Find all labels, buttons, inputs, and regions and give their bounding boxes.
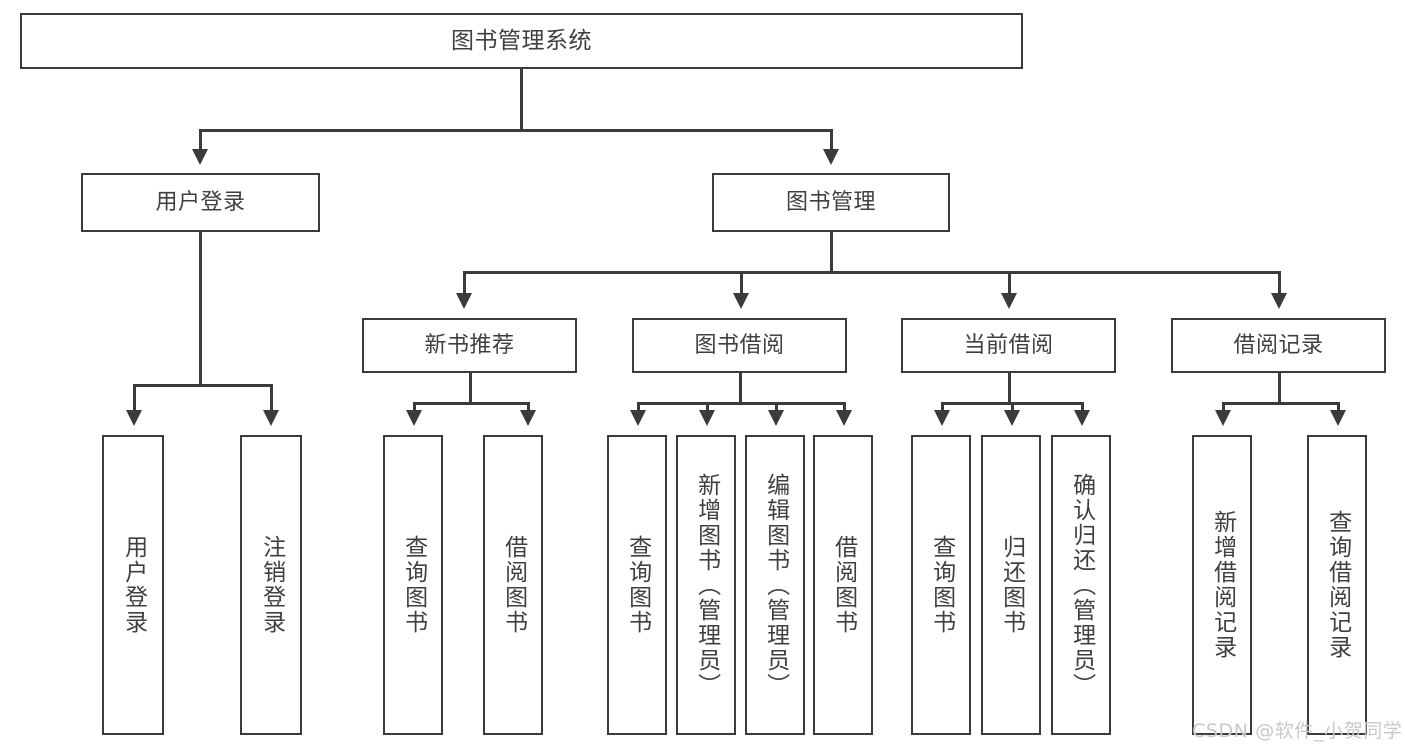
connector-book-management-bus [463,271,1278,274]
connector-book-management-stem [830,232,833,271]
arrow-bb-to-leaf-1 [630,410,646,426]
node-borrow-record[interactable]: 借阅记录 [1171,318,1386,373]
node-label: 新增借阅记录 [1209,510,1236,660]
connector-bb-to-leaf-3 [775,402,778,410]
arrow-user-login-to-leaf-2 [263,410,279,426]
leaf-user-login-1[interactable]: 用户登录 [102,435,164,735]
connector-bm-to-borrow-record [1278,271,1281,293]
node-root-book-management-system[interactable]: 图书管理系统 [20,13,1023,69]
arrow-bb-to-leaf-3 [768,410,784,426]
connector-book-borrow-stem [739,373,742,402]
leaf-current-borrow-2[interactable]: 归还图书 [981,435,1041,735]
arrow-br-to-leaf-2 [1330,410,1346,426]
node-label: 借阅图书 [830,535,857,635]
leaf-book-borrow-3[interactable]: 编辑图书（管理员） [745,435,805,735]
connector-borrow-record-bus [1222,402,1337,405]
arrow-bb-to-leaf-2 [699,410,715,426]
connector-bb-to-leaf-2 [706,402,709,410]
arrow-bb-to-leaf-4 [836,410,852,426]
connector-user-login-to-leaf-1 [133,384,136,410]
connector-user-login-stem [199,232,202,384]
node-current-borrow[interactable]: 当前借阅 [901,318,1116,373]
connector-user-login-to-leaf-2 [270,384,273,410]
node-label: 借阅图书 [500,535,527,635]
connector-current-borrow-stem [1008,373,1011,402]
node-label: 新书推荐 [424,332,515,358]
arrow-new-book-to-leaf-1 [406,410,422,426]
leaf-book-borrow-2[interactable]: 新增图书（管理员） [676,435,736,735]
connector-root-to-book-management [830,129,833,149]
connector-root-stem [520,69,523,129]
leaf-borrow-record-1[interactable]: 新增借阅记录 [1192,435,1252,735]
connector-cb-to-leaf-3 [1081,402,1084,410]
arrow-new-book-to-leaf-2 [520,410,536,426]
arrow-cb-to-leaf-2 [1004,410,1020,426]
node-label: 借阅记录 [1233,332,1324,358]
node-label: 查询图书 [400,535,427,635]
arrow-cb-to-leaf-1 [934,410,950,426]
arrow-br-to-leaf-1 [1215,410,1231,426]
arrow-bm-to-book-borrow [733,293,749,309]
connector-cb-to-leaf-1 [941,402,944,410]
leaf-user-login-2[interactable]: 注销登录 [240,435,302,735]
node-label: 归还图书 [998,535,1025,635]
node-book-borrow[interactable]: 图书借阅 [632,318,847,373]
connector-br-to-leaf-2 [1337,402,1340,410]
arrow-cb-to-leaf-3 [1074,410,1090,426]
connector-book-borrow-bus [637,402,845,405]
arrow-bm-to-current-borrow [1001,293,1017,309]
leaf-current-borrow-1[interactable]: 查询图书 [911,435,971,735]
node-label: 查询借阅记录 [1324,510,1351,660]
node-label: 查询图书 [624,535,651,635]
node-label: 图书管理系统 [451,27,592,54]
node-label: 新增图书（管理员） [693,472,720,698]
connector-bm-to-book-borrow [740,271,743,293]
connector-bb-to-leaf-1 [637,402,640,410]
node-label: 注销登录 [258,535,285,635]
connector-br-to-leaf-1 [1222,402,1225,410]
node-label: 用户登录 [120,535,147,635]
connector-user-login-bus [133,384,270,387]
node-label: 编辑图书（管理员） [762,472,789,698]
connector-borrow-record-stem [1278,373,1281,402]
connector-root-to-user-login [199,129,202,149]
leaf-book-borrow-1[interactable]: 查询图书 [607,435,667,735]
connector-new-book-to-leaf-1 [413,402,416,410]
node-user-login[interactable]: 用户登录 [81,173,320,232]
node-label: 图书借阅 [694,332,785,358]
connector-new-book-stem [469,373,472,402]
leaf-new-book-2[interactable]: 借阅图书 [483,435,543,735]
connector-bb-to-leaf-4 [843,402,846,410]
connector-new-book-bus [413,402,527,405]
leaf-current-borrow-3[interactable]: 确认归还（管理员） [1051,435,1111,735]
connector-new-book-to-leaf-2 [527,402,530,410]
node-label: 当前借阅 [963,332,1054,358]
arrow-user-login-to-leaf-1 [126,410,142,426]
node-label: 用户登录 [155,189,246,215]
leaf-book-borrow-4[interactable]: 借阅图书 [813,435,873,735]
arrow-root-to-book-management [823,149,839,165]
node-book-management[interactable]: 图书管理 [712,173,950,232]
leaf-borrow-record-2[interactable]: 查询借阅记录 [1307,435,1367,735]
node-new-book-recommend[interactable]: 新书推荐 [362,318,577,373]
node-label: 确认归还（管理员） [1068,472,1095,698]
node-label: 图书管理 [785,189,876,215]
leaf-new-book-1[interactable]: 查询图书 [383,435,443,735]
node-label: 查询图书 [928,535,955,635]
connector-bm-to-current-borrow [1008,271,1011,293]
connector-root-bus [199,129,832,132]
arrow-root-to-user-login [192,149,208,165]
connector-cb-to-leaf-2 [1011,402,1014,410]
arrow-bm-to-new-book [456,293,472,309]
connector-bm-to-new-book [463,271,466,293]
arrow-bm-to-borrow-record [1271,293,1287,309]
